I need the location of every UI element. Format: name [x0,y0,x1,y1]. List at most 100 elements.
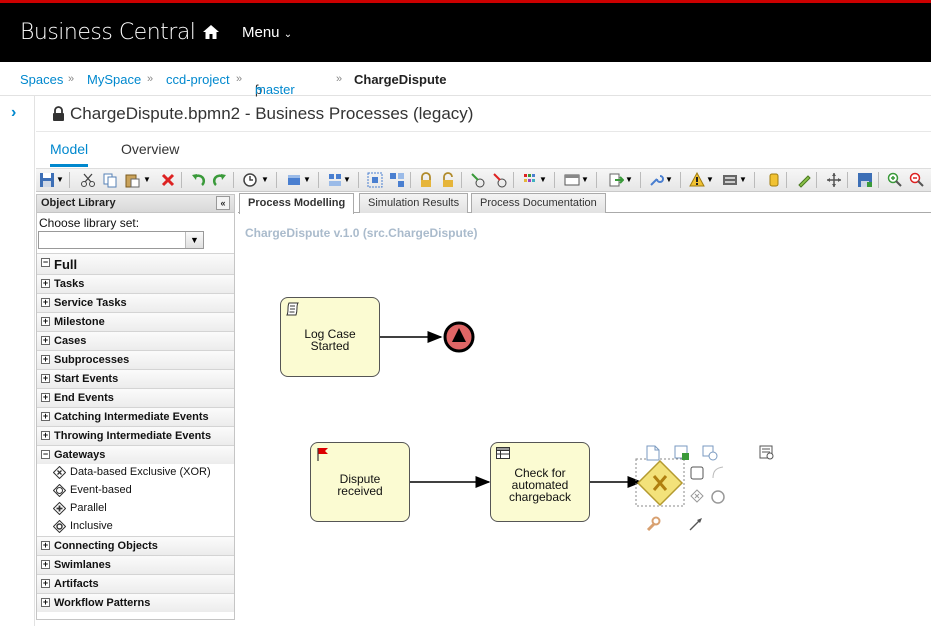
dropdown-arrow-icon[interactable]: ▼ [261,175,269,184]
expand-plus-icon: + [41,597,50,607]
history-icon[interactable] [242,172,258,188]
brand-title[interactable]: Business Central [20,20,196,45]
dropdown-arrow-icon[interactable]: ▼ [343,175,351,184]
view-icon[interactable] [564,172,580,188]
dock-icon[interactable] [470,172,486,188]
pencil-icon[interactable] [796,172,812,188]
tab-overview[interactable]: Overview [121,141,180,157]
morph-event-icon[interactable] [710,489,726,505]
category-service-tasks[interactable]: +Service Tasks [37,293,234,312]
tab-process-documentation[interactable]: Process Documentation [471,193,606,213]
unlock-icon[interactable] [440,172,456,188]
category-subprocesses[interactable]: +Subprocesses [37,350,234,369]
group-icon[interactable] [367,172,383,188]
redo-icon[interactable] [212,172,228,188]
category-connecting-objects[interactable]: +Connecting Objects [37,536,234,555]
dropdown-arrow-icon[interactable]: ▼ [581,175,589,184]
lock-icon[interactable] [52,106,65,122]
dropdown-arrow-icon[interactable]: ▼ [625,175,633,184]
home-icon[interactable] [202,23,220,41]
category-workflow-patterns[interactable]: +Workflow Patterns [37,593,234,612]
category-gateways[interactable]: −Gateways [37,445,234,464]
category-catching-events[interactable]: +Catching Intermediate Events [37,407,234,426]
warning-icon[interactable] [689,172,705,188]
collapse-icon[interactable]: « [216,196,230,210]
gateway-label: Inclusive [70,520,113,532]
category-label: Connecting Objects [54,540,158,552]
task-label: Dispute received [337,472,383,498]
ungroup-icon[interactable] [389,172,405,188]
toolbar-separator [786,172,787,188]
expand-plus-icon: + [41,578,50,588]
category-swimlanes[interactable]: +Swimlanes [37,555,234,574]
gateway-parallel[interactable]: Parallel [37,500,234,518]
category-label: Full [54,257,78,272]
add-subprocess-icon[interactable] [702,445,718,461]
save-icon[interactable] [39,172,55,188]
gateway-xor[interactable]: Data-based Exclusive (XOR) [37,464,234,482]
wrench-icon[interactable] [648,172,664,188]
breadcrumb-spaces[interactable]: Spaces [20,72,64,87]
database-icon[interactable] [766,172,782,188]
category-artifacts[interactable]: + Artifacts [37,574,234,593]
undo-icon[interactable] [190,172,206,188]
copy-icon[interactable] [102,172,118,188]
morph-gateway-icon[interactable] [690,489,704,503]
breadcrumb-myspace[interactable]: MySpace [87,72,142,87]
toolbar-separator [276,172,277,188]
add-annotation-icon[interactable] [646,445,660,461]
library-set-select[interactable]: ▼ [38,231,204,249]
add-task-icon[interactable] [674,445,690,461]
tab-simulation-results[interactable]: Simulation Results [359,193,469,213]
tab-model[interactable]: Model [50,141,89,167]
category-end-events[interactable]: +End Events [37,388,234,407]
cut-icon[interactable] [80,172,96,188]
properties-wrench-icon[interactable] [645,516,661,532]
zoom-in-icon[interactable] [887,172,903,188]
end-event[interactable] [443,321,475,353]
dropdown-arrow-icon[interactable]: ▼ [143,175,151,184]
menu-dropdown[interactable]: Menu ⌄ [242,24,292,41]
xor-gateway[interactable] [635,458,685,507]
chevron-right-icon[interactable]: › [11,104,17,121]
category-throwing-events[interactable]: +Throwing Intermediate Events [37,426,234,445]
dropdown-arrow-icon[interactable]: ▼ [303,175,311,184]
zoom-out-icon[interactable] [909,172,925,188]
category-label: Artifacts [54,578,99,590]
task-check-automated-chargeback[interactable]: Check for automated chargeback [490,442,590,522]
dropdown-arrow-icon[interactable]: ▼ [539,175,547,184]
dropdown-arrow-icon[interactable]: ▼ [665,175,673,184]
breadcrumb-project[interactable]: ccd-project [166,72,230,87]
category-start-events[interactable]: +Start Events [37,369,234,388]
align-icon[interactable] [327,172,343,188]
gateway-event-based[interactable]: Event-based [37,482,234,500]
dropdown-arrow-icon[interactable]: ▼ [706,175,714,184]
shape-icon[interactable] [286,172,302,188]
paste-icon[interactable] [124,172,140,188]
simulation-icon[interactable] [722,172,738,188]
morph-task-icon[interactable] [690,466,704,480]
undock-icon[interactable] [492,172,508,188]
category-milestone[interactable]: +Milestone [37,312,234,331]
task-dispute-received[interactable]: Dispute received [310,442,410,522]
save-image-icon[interactable] [857,172,873,188]
color-palette-icon[interactable] [522,172,538,188]
lock-icon[interactable] [418,172,434,188]
xor-gateway-icon [53,466,66,479]
dropdown-arrow-icon[interactable]: ▼ [739,175,747,184]
connector-icon[interactable] [710,465,724,479]
move-icon[interactable] [826,172,842,188]
delete-icon[interactable] [160,172,176,188]
gateway-inclusive[interactable]: Inclusive [37,518,234,536]
category-cases[interactable]: +Cases [37,331,234,350]
sequence-flow-icon[interactable] [688,516,704,532]
export-icon[interactable] [608,172,624,188]
category-tasks[interactable]: +Tasks [37,274,234,293]
tab-process-modelling[interactable]: Process Modelling [239,193,355,214]
task-log-case-started[interactable]: Log Case Started [280,297,380,377]
category-full[interactable]: −Full [37,253,234,274]
branch-icon: ƥ [255,82,263,97]
dictionary-icon[interactable] [759,445,775,461]
dropdown-arrow-icon[interactable]: ▼ [56,175,64,184]
